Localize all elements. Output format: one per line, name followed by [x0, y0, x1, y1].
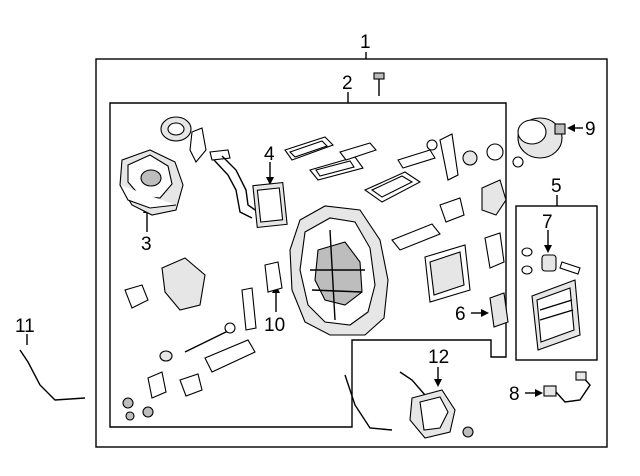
- blower-fan: [160, 116, 192, 142]
- actuator-harness-12: [344, 371, 474, 439]
- drain-hose-11: [19, 349, 86, 401]
- heater-core-4: [213, 155, 288, 229]
- callout-5: 5: [551, 176, 562, 197]
- callout-1: 1: [360, 32, 371, 53]
- cabin-filter: [424, 244, 471, 303]
- flap-set-top: [284, 136, 377, 181]
- callout-10: 10: [264, 315, 285, 336]
- callout-7: 7: [542, 212, 553, 233]
- callout-6: 6: [455, 304, 466, 325]
- callout-8: 8: [509, 384, 520, 405]
- callout-4: 4: [264, 144, 275, 165]
- actuator-6: [489, 292, 509, 328]
- leader-lines: [26, 52, 583, 397]
- callout-3: 3: [141, 234, 152, 255]
- blower-housing-3: [119, 149, 184, 216]
- callout-9: 9: [585, 119, 596, 140]
- blower-motor-9: [512, 117, 566, 168]
- assembly-frame-1: [95, 58, 608, 448]
- expansion-valve-7: [521, 247, 581, 275]
- actuators-right: [426, 133, 507, 269]
- assembly-frame-2: [109, 102, 507, 428]
- callout-12: 12: [428, 347, 449, 368]
- sensor-harness-8: [543, 371, 591, 403]
- hvac-case: [289, 205, 389, 336]
- actuators-left: [122, 257, 283, 421]
- bolt: [373, 72, 385, 96]
- bracket-small: [189, 127, 231, 163]
- callout-2: 2: [342, 73, 353, 94]
- callout-11: 11: [15, 316, 35, 337]
- evaporator-core-5: [531, 279, 581, 351]
- flap-set-right: [363, 149, 441, 251]
